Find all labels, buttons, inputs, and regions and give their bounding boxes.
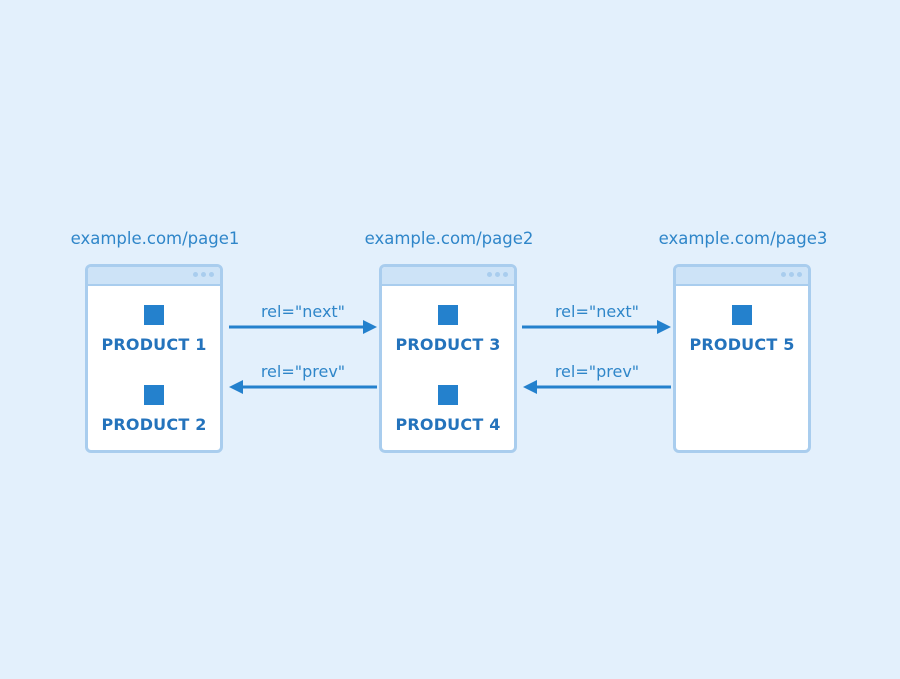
page3-browser-window: PRODUCT 5 <box>673 264 811 453</box>
window-titlebar <box>88 267 220 286</box>
page2-browser-window: PRODUCT 3 PRODUCT 4 <box>379 264 517 453</box>
prev-arrow-2 <box>523 380 671 394</box>
product-item: PRODUCT 4 <box>382 385 514 434</box>
rel-next-label-2: rel="next" <box>554 302 640 321</box>
product-item: PRODUCT 3 <box>382 305 514 354</box>
product-label: PRODUCT 3 <box>395 335 501 354</box>
prev-arrow-1 <box>229 380 377 394</box>
window-titlebar <box>676 267 808 286</box>
page1-url: example.com/page1 <box>70 229 240 248</box>
rel-next-label-1: rel="next" <box>260 302 346 321</box>
rel-prev-label-1: rel="prev" <box>260 362 346 381</box>
product-item: PRODUCT 5 <box>676 305 808 354</box>
product-item: PRODUCT 2 <box>88 385 220 434</box>
product-label: PRODUCT 5 <box>689 335 795 354</box>
product-thumbnail-icon <box>438 305 458 325</box>
product-thumbnail-icon <box>144 305 164 325</box>
product-label: PRODUCT 4 <box>395 415 501 434</box>
product-thumbnail-icon <box>144 385 164 405</box>
product-item: PRODUCT 1 <box>88 305 220 354</box>
next-arrow-2 <box>522 320 671 334</box>
window-controls-icon <box>487 272 508 277</box>
page1-browser-window: PRODUCT 1 PRODUCT 2 <box>85 264 223 453</box>
product-label: PRODUCT 2 <box>101 415 207 434</box>
next-arrow-1 <box>229 320 377 334</box>
rel-prev-label-2: rel="prev" <box>554 362 640 381</box>
page3-url: example.com/page3 <box>658 229 828 248</box>
product-label: PRODUCT 1 <box>101 335 207 354</box>
product-thumbnail-icon <box>732 305 752 325</box>
window-controls-icon <box>193 272 214 277</box>
window-controls-icon <box>781 272 802 277</box>
page2-url: example.com/page2 <box>364 229 534 248</box>
product-thumbnail-icon <box>438 385 458 405</box>
window-titlebar <box>382 267 514 286</box>
